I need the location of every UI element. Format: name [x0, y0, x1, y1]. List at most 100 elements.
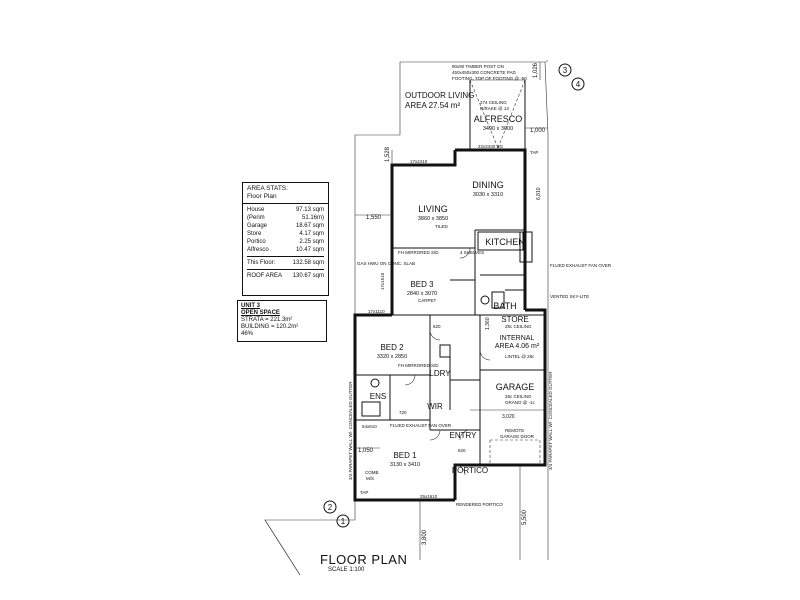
- dim-6810: 6,810: [536, 187, 542, 200]
- note-flued-fan-2: FLUED EXHAUST FAN OVER: [390, 423, 452, 428]
- stats-divider: [247, 256, 324, 257]
- note-gas-hws: GAS HWU ON CONC. SLAB: [357, 261, 415, 266]
- area-stats-box: AREA STATS: Floor Plan House 97.13 sqm (P…: [242, 182, 329, 296]
- note-remote: REMOTE: [505, 428, 524, 433]
- note-vented-skylite: VENTED SKY-LITE: [550, 294, 589, 299]
- laundry-label: LDRY: [429, 369, 451, 378]
- stats-row-house: House 97.13 sqm: [247, 206, 324, 214]
- bed2-label: BED 2: [380, 343, 404, 352]
- stats-row-store: Store 4.17 sqm: [247, 230, 324, 238]
- stats-row-this-floor: This Floor:132.58 sqm: [247, 259, 324, 267]
- kitchen-label: KITCHEN: [485, 237, 525, 247]
- dim-3800: 3,800: [422, 529, 428, 545]
- stats-row-label: Portico: [247, 239, 266, 245]
- open-space-percent: 46%: [241, 331, 254, 337]
- floor-plan-scale: SCALE 1:100: [328, 567, 365, 573]
- stats-row-value: 2.25 sqm: [299, 239, 324, 245]
- dining-dim: 3030 x 3310: [473, 192, 503, 198]
- internal-area-label: AREA 4.06 m²: [495, 343, 540, 350]
- alfresco-dim: 3490 x 3000: [483, 126, 513, 132]
- stats-row-portico: Portico 2.25 sqm: [247, 238, 324, 246]
- open-space-heading: OPEN SPACE: [241, 310, 280, 316]
- note-fh-mirrored: FH MIRRORED S/D: [398, 250, 439, 255]
- stats-row-value: 18.67 sqm: [295, 223, 324, 229]
- dim-1000: 1,000: [530, 128, 546, 134]
- stats-row-value: 97.13 sqm: [295, 207, 324, 213]
- note-concrete-pad: 450x450x300 CONCRETE PAD: [452, 70, 516, 75]
- bed3-label: BED 3: [410, 280, 434, 289]
- wir-label: WIR: [427, 402, 443, 411]
- bed3-dim: 2840 x 3070: [407, 291, 437, 297]
- room-labels: OUTDOOR LIVING AREA 27.54 m² ALFRESCO 34…: [370, 91, 540, 475]
- note-d820: 820: [458, 448, 466, 453]
- note-shelves: 4 SHELVES: [460, 250, 484, 255]
- stats-this-floor-label: This Floor:: [247, 260, 276, 266]
- note-tiled-living: TILED: [435, 224, 449, 229]
- note-d620: 620: [433, 324, 441, 329]
- dim-3020: 3,020: [502, 414, 515, 420]
- bed1-dim: 3130 x 3410: [390, 462, 420, 468]
- note-tap-top: TAP: [530, 150, 538, 155]
- note-comb: COMB: [365, 470, 379, 475]
- note-garage-door: GARAGE DOOR: [500, 434, 535, 439]
- note-ms: M/S: [366, 476, 374, 481]
- bath-label: BATH: [493, 301, 516, 311]
- note-d25: 25x1610: [420, 494, 438, 499]
- living-label: LIVING: [418, 204, 448, 214]
- marker-4: 4: [576, 80, 581, 89]
- dim-1360: 1,360: [485, 317, 491, 330]
- outdoor-area-label: AREA 27.54 m²: [405, 101, 460, 110]
- note-d17b: 17x1110: [368, 309, 385, 314]
- bed2-dim: 3320 x 2850: [377, 354, 407, 360]
- note-rendered-portico: RENDERED PORTICO: [456, 502, 503, 507]
- stats-row-label: Garage: [247, 223, 268, 229]
- note-d54: 54x610: [362, 424, 377, 429]
- dimension-lines: [355, 62, 548, 560]
- note-parapet-left: 3/4 PARAPET WALL W/- CONCEALED GUTTER: [348, 381, 353, 480]
- floor-plan-title: FLOOR PLAN: [320, 552, 408, 567]
- dim-1026: 1,026: [533, 62, 539, 78]
- stats-row-value: 4.17 sqm: [299, 231, 324, 237]
- area-stats-heading: AREA STATS:: [247, 185, 288, 192]
- living-dim: 3860 x 3850: [418, 216, 448, 222]
- note-d22: 22x2430 SG: [478, 144, 504, 149]
- stats-row-garage: Garage 18.67 sqm: [247, 222, 324, 230]
- annotation-notes: 90x90 TIMBER POST ON 450x450x300 CONCRET…: [348, 64, 612, 507]
- note-flued-fan: FLUED EXHAUST FAN OVER: [550, 263, 612, 268]
- store-label: STORE: [501, 315, 528, 324]
- note-fh-mirrored-2: FH MIRRORED S/D: [398, 363, 439, 368]
- area-stats-subheading: Floor Plan: [247, 193, 277, 200]
- note-d17c: 17x1510: [380, 272, 385, 290]
- dining-label: DINING: [472, 180, 504, 190]
- note-ceiling-274: 274 CEILING: [480, 100, 507, 105]
- alfresco-outline: [469, 79, 526, 150]
- stats-roof-value: 130.67 sqm: [292, 273, 324, 279]
- stats-row-label: House: [247, 207, 265, 213]
- dim-1528: 1,528: [385, 146, 391, 162]
- portico-label: PORTICO: [452, 466, 488, 475]
- garage-label: GARAGE: [496, 382, 535, 392]
- stats-row-label: Alfresco: [247, 247, 269, 253]
- ensuite-label: ENS: [370, 392, 386, 401]
- stats-row-value: 10.47 sqm: [295, 247, 324, 253]
- internal-label: INTERNAL: [500, 335, 535, 342]
- note-timber-post: 90x90 TIMBER POST ON: [452, 64, 504, 69]
- open-space-strata: STRATA = 221.3m²: [241, 317, 293, 323]
- house-walls: [353, 148, 547, 502]
- stats-row-label: Store: [247, 231, 262, 237]
- note-tap-bottom: TAP: [360, 490, 368, 495]
- bed1-label: BED 1: [393, 451, 417, 460]
- note-carpet-bed3: CARPET: [418, 298, 437, 303]
- area-stats-header: AREA STATS: Floor Plan: [243, 183, 328, 204]
- marker-2: 2: [328, 503, 333, 512]
- note-ceiling-garage: 28c CEILING: [505, 394, 532, 399]
- note-lintel: LINTEL @ 28c: [505, 354, 535, 359]
- grid-markers: 3 4 2 1: [323, 63, 585, 528]
- note-d17: 17x2410: [410, 159, 428, 164]
- note-footing: FOOTING, TOP OF FOOTING @ -50: [452, 76, 527, 81]
- note-ceiling-store: 28c CEILING: [505, 324, 532, 329]
